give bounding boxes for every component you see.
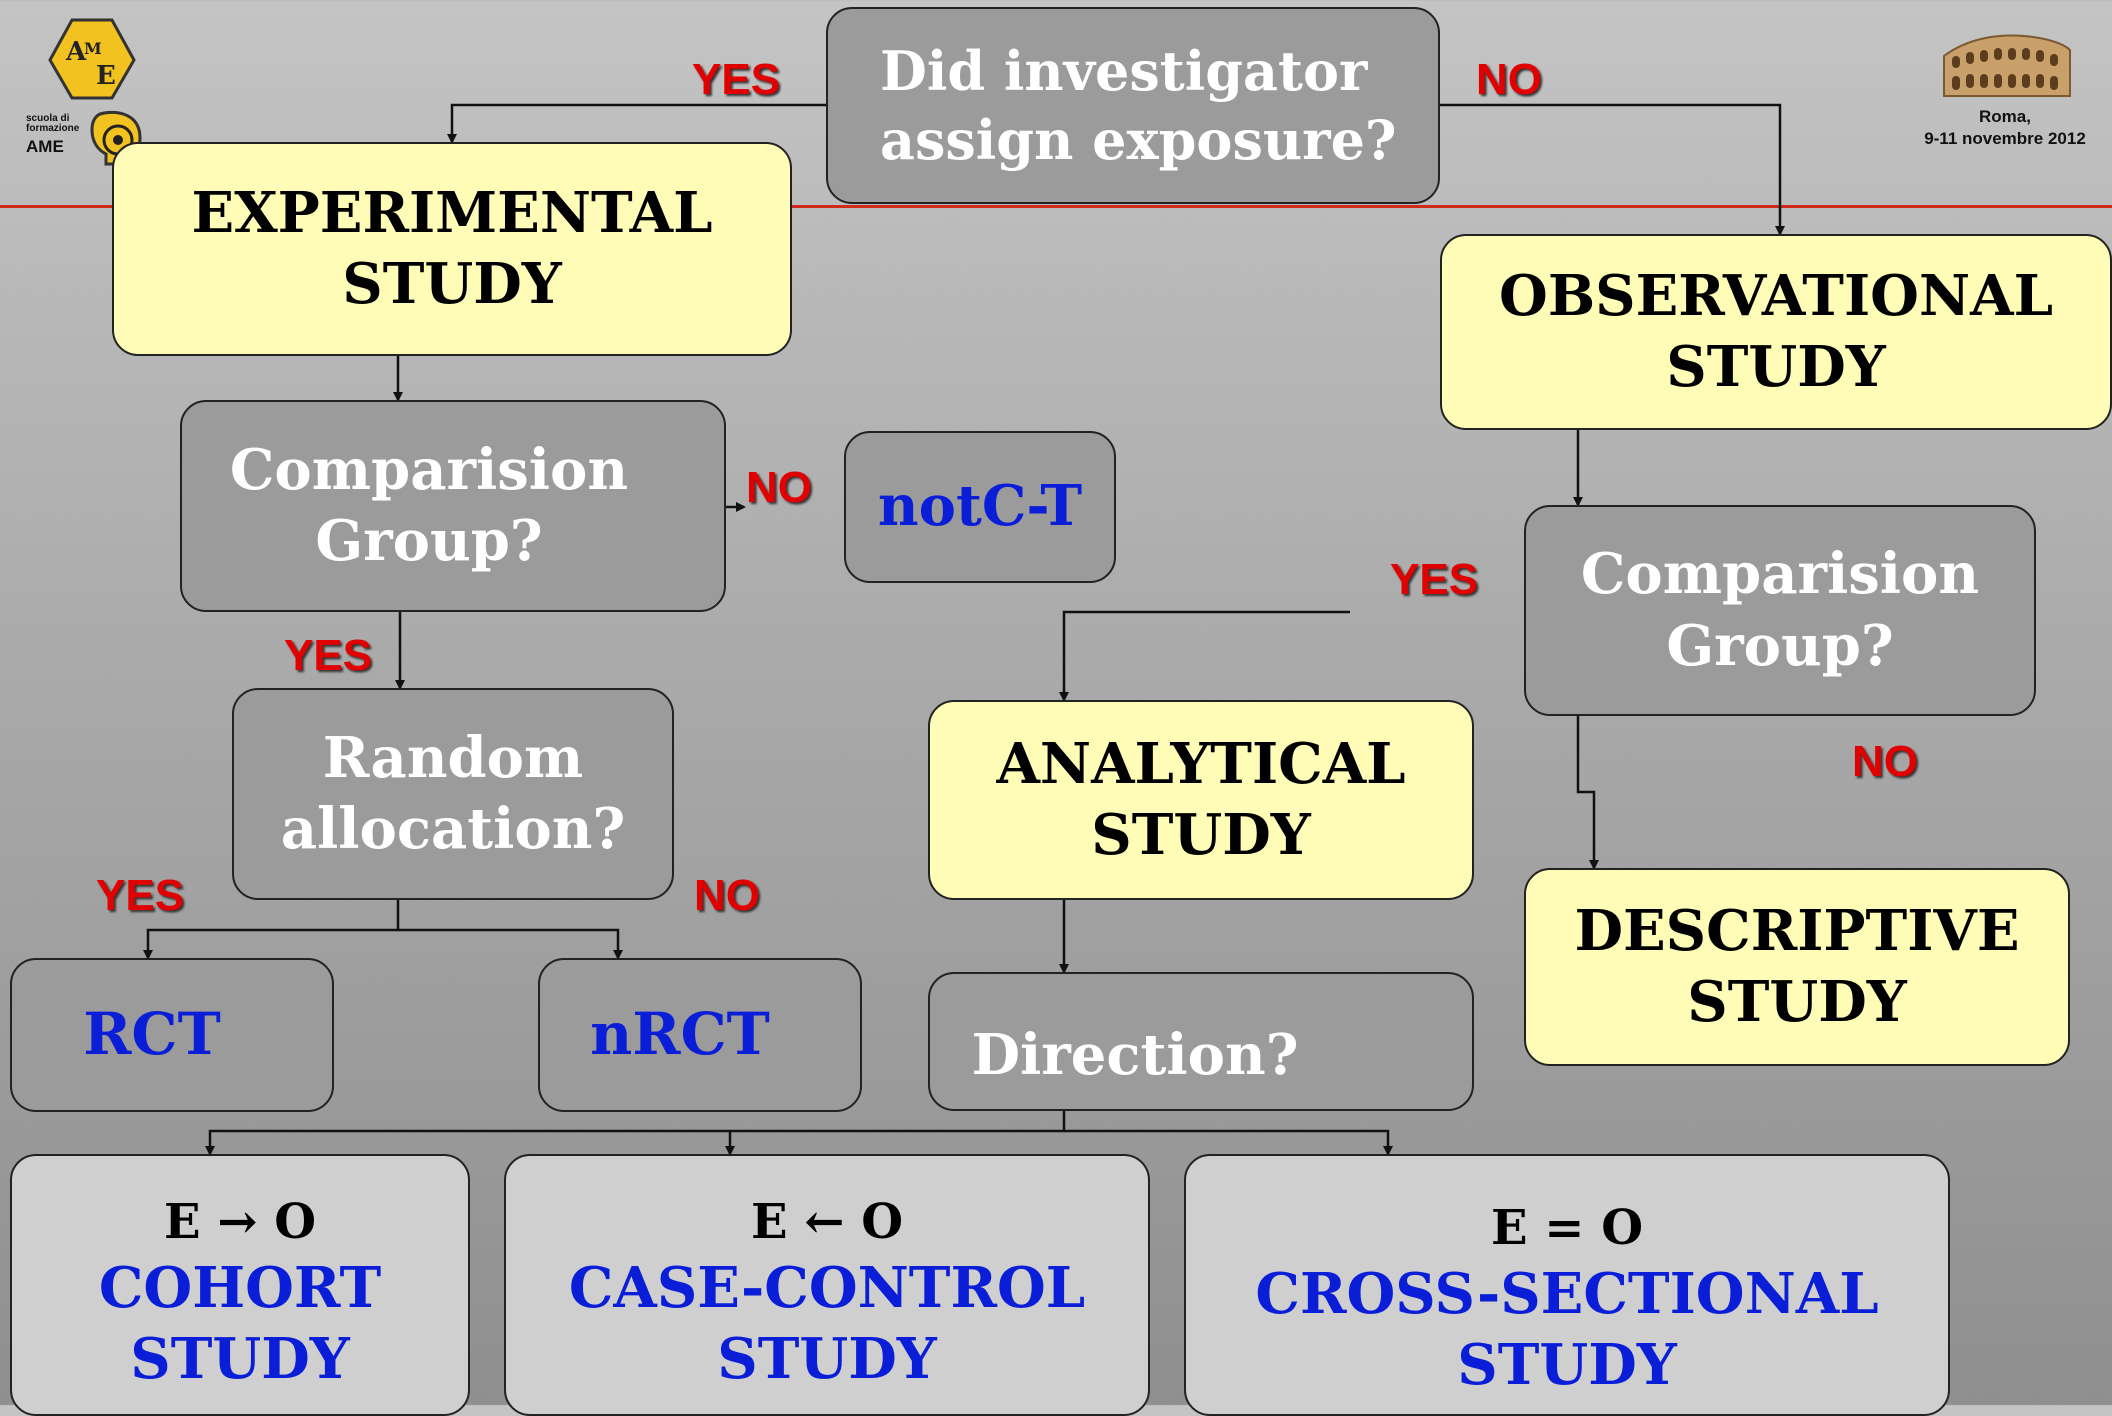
edge-random-split (143, 900, 400, 960)
nrct-box: nRCT (538, 958, 862, 1112)
cohort-study-box: E → O COHORT STUDY (10, 1154, 470, 1416)
comparison-right-line-1: Comparision (1580, 541, 1980, 608)
assign-line-1: Did investigator (880, 38, 1368, 103)
random-line-2: allocation? (280, 796, 626, 862)
logo-subtext: scuola di formazione (26, 113, 80, 134)
rct-box: RCT (10, 958, 334, 1112)
case-control-study-box: E ← O CASE-CONTROL STUDY (504, 1154, 1150, 1416)
observational-line-1: OBSERVATIONAL (1499, 262, 2053, 329)
experimental-line-2: STUDY (342, 251, 562, 317)
casecontrol-symbol: E ← O (750, 1194, 904, 1250)
label-no-random: NO (694, 871, 760, 920)
cohort-line-1: COHORT (98, 1254, 382, 1321)
comparison-right-line-2: Group? (1666, 612, 1894, 679)
label-yes-comparison-left: YES (284, 631, 373, 680)
crosssectional-symbol: E = O (1490, 1200, 1644, 1256)
rct-label: RCT (83, 1000, 221, 1069)
casecontrol-line-1: CASE-CONTROL (568, 1254, 1086, 1321)
experimental-line-1: EXPERIMENTAL (191, 179, 713, 246)
notct-label: notC-T (877, 473, 1083, 540)
random-allocation-question: Random allocation? (232, 688, 674, 900)
cross-sectional-study-box: E = O CROSS-SECTIONAL STUDY (1184, 1154, 1950, 1416)
label-yes-assign: YES (692, 55, 781, 104)
comparison-group-question-left: Comparision Group? (180, 400, 726, 612)
direction-question: Direction? (928, 972, 1474, 1111)
comparison-group-question-right: Comparision Group? (1524, 505, 2036, 716)
edge-direction-crosssectional (1064, 1129, 1393, 1156)
label-no-assign: NO (1476, 55, 1542, 104)
label-no-comparison-left: NO (746, 463, 812, 512)
edge-assign-observational (1440, 103, 1785, 236)
edge-random-nrct (398, 928, 623, 960)
label-yes-comparison-right: YES (1390, 555, 1479, 604)
edge-direction-split (205, 1111, 1066, 1156)
label-yes-random: YES (96, 871, 185, 920)
direction-label: Direction? (971, 1021, 1299, 1088)
experimental-study-box: EXPERIMENTAL STUDY (112, 142, 792, 356)
cohort-line-2: STUDY (130, 1326, 350, 1393)
event-location: Roma, (1979, 107, 2031, 126)
descriptive-line-1: DESCRIPTIVE (1574, 897, 2020, 964)
edge-assign-experimental (447, 103, 826, 144)
label-no-comparison-right: NO (1852, 737, 1918, 786)
analytical-line-1: ANALYTICAL (996, 730, 1406, 797)
edge-comparison-analytical (1059, 610, 1350, 702)
crosssectional-line-1: CROSS-SECTIONAL (1255, 1260, 1879, 1327)
crosssectional-line-2: STUDY (1457, 1332, 1677, 1399)
svg-text:E: E (96, 61, 116, 91)
logo-text: AME (26, 137, 64, 156)
comparison-left-line-2: Group? (315, 508, 543, 574)
comparison-left-line-1: Comparision (229, 436, 629, 503)
notct-box: notC-T (844, 431, 1116, 583)
analytical-study-box: ANALYTICAL STUDY (928, 700, 1474, 900)
analytical-line-2: STUDY (1091, 802, 1311, 868)
header-divider (0, 205, 2112, 208)
ame-logo: A M E scuola di formazione AME (22, 16, 142, 166)
random-line-1: Random (322, 724, 584, 791)
svg-text:M: M (84, 39, 102, 58)
observational-study-box: OBSERVATIONAL STUDY (1440, 234, 2112, 430)
descriptive-line-2: STUDY (1687, 969, 1907, 1035)
colosseum-logo (1938, 26, 2074, 102)
descriptive-study-box: DESCRIPTIVE STUDY (1524, 868, 2070, 1066)
nrct-label: nRCT (590, 1000, 770, 1069)
assign-line-2: assign exposure? (880, 107, 1397, 172)
observational-line-2: STUDY (1666, 334, 1886, 400)
cohort-symbol: E → O (163, 1194, 317, 1250)
assign-exposure-question: Did investigator assign exposure? (826, 7, 1440, 204)
event-dates: 9-11 novembre 2012 (1924, 129, 2086, 148)
casecontrol-line-2: STUDY (717, 1326, 937, 1393)
svg-text:A: A (65, 37, 87, 67)
edge-comparison-descriptive (1576, 716, 1599, 870)
